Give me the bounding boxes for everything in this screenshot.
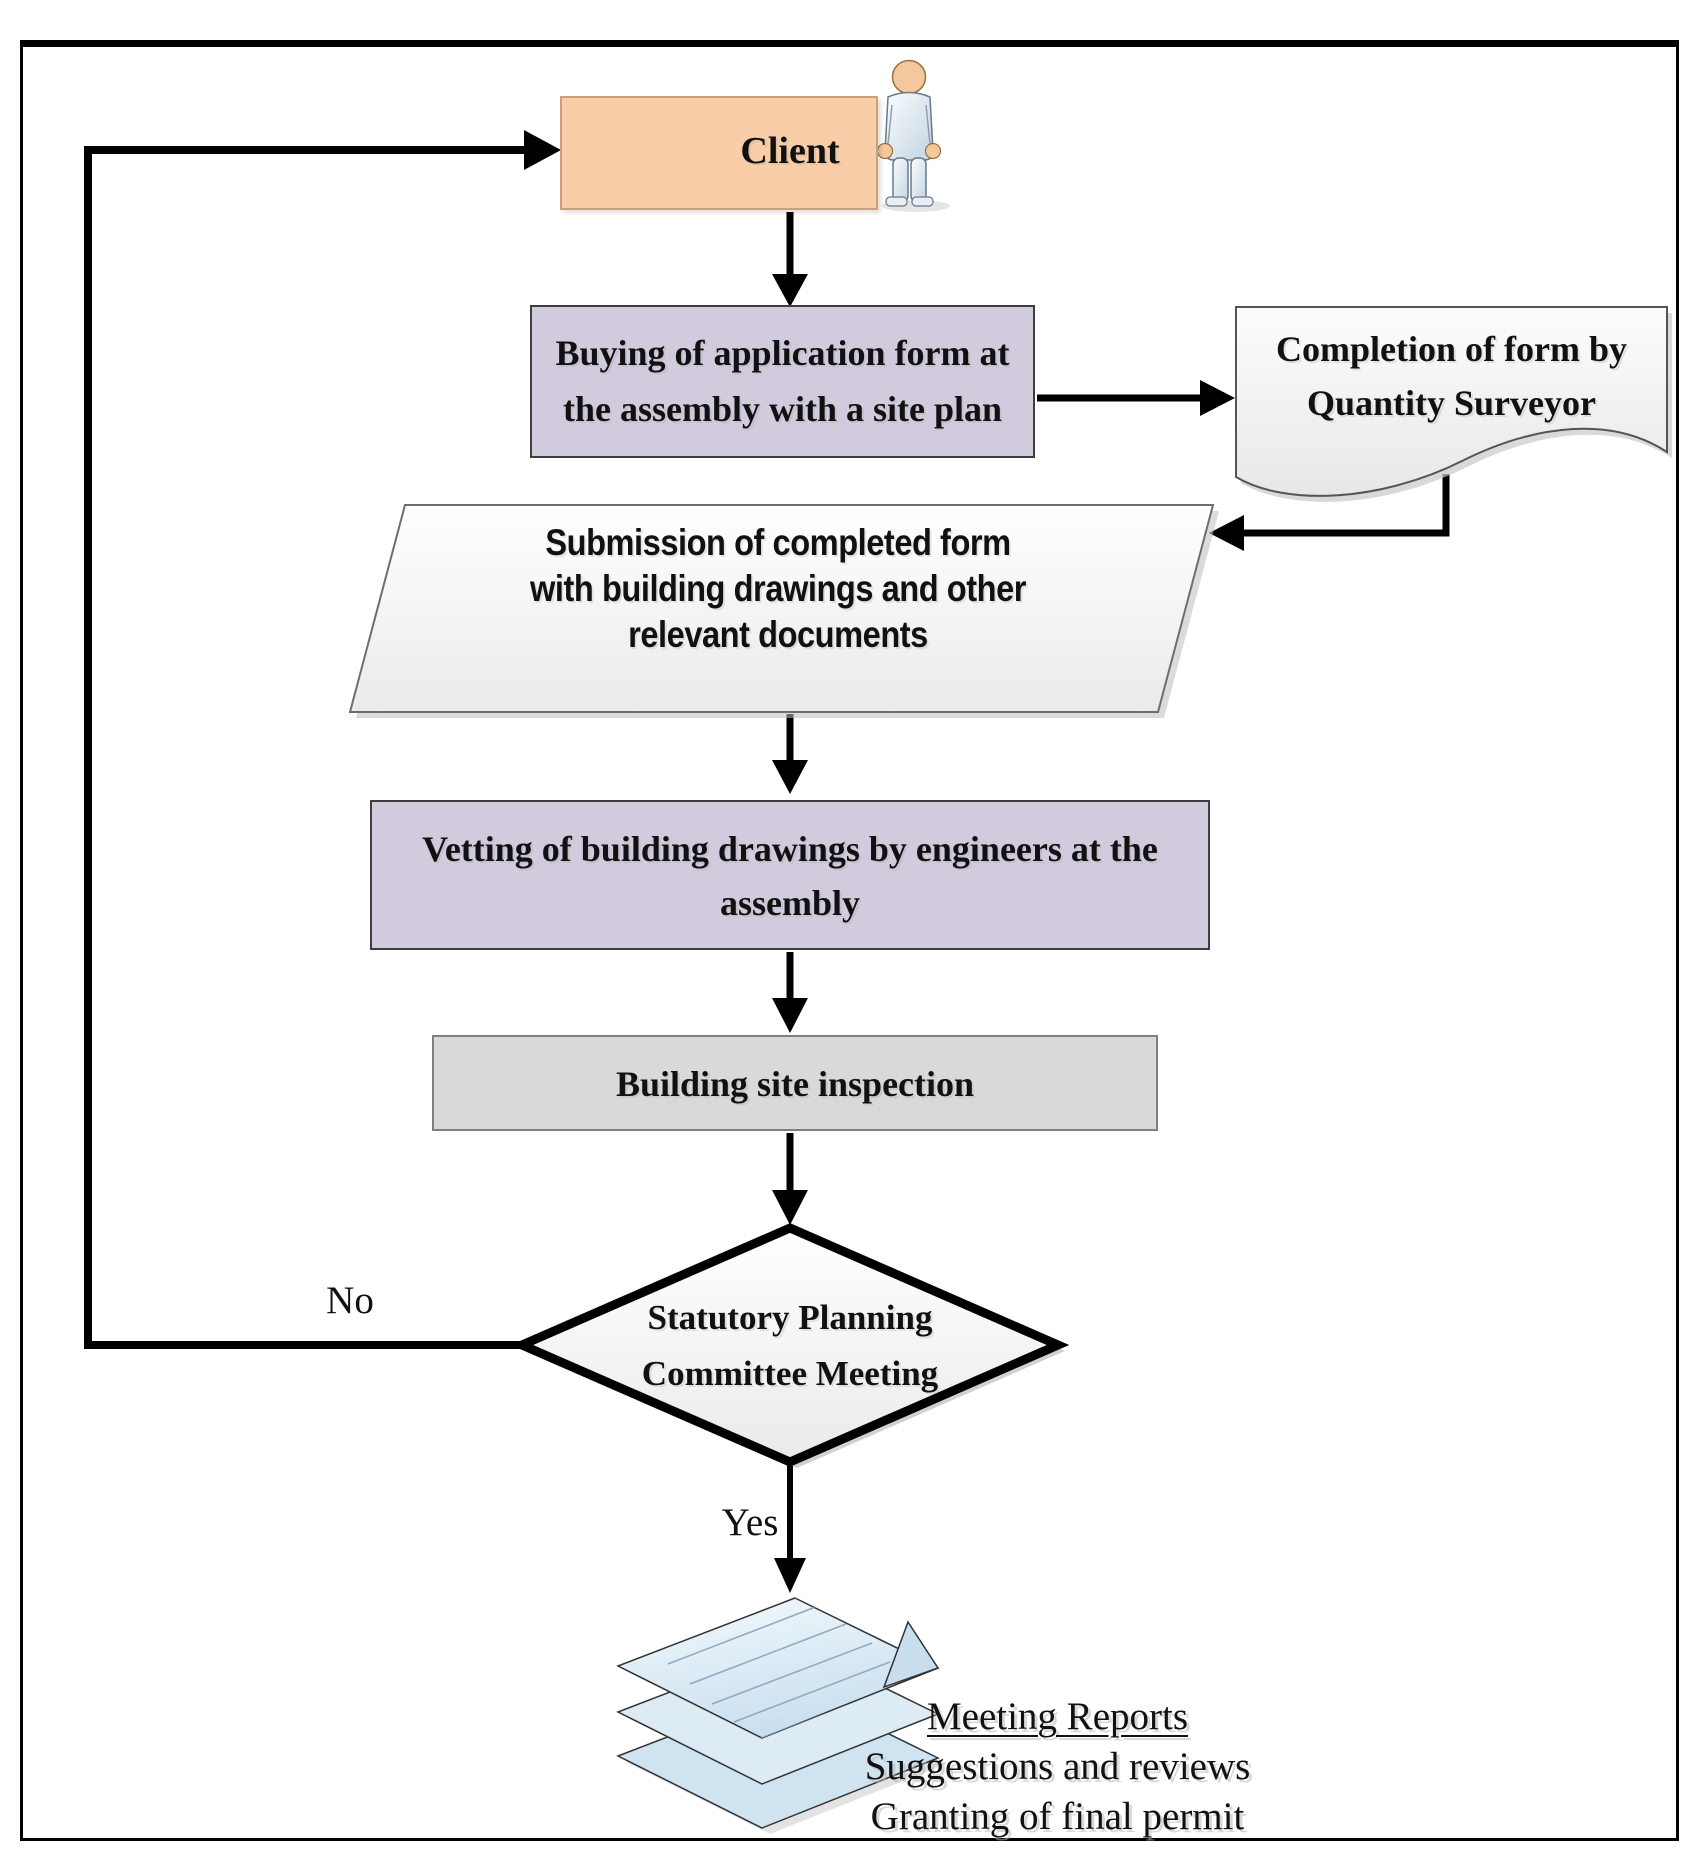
node-client: [560, 96, 878, 210]
node-buying-application-form: [530, 305, 1035, 458]
completion-label: Completion of form by Quantity Surveyor: [1236, 322, 1667, 430]
inspection-label: Building site inspection: [615, 1064, 975, 1104]
connector-buying-to-completion: [1037, 380, 1235, 416]
outputs-caption: Meeting Reports Suggestions and reviews …: [855, 1692, 1260, 1842]
connector-client-to-buying: [772, 212, 808, 307]
no-branch-label: No: [326, 1279, 374, 1322]
submission-label-line1: Submission of completed form: [545, 522, 1011, 563]
outputs-line2-suggestions: Suggestions and reviews: [864, 1745, 1251, 1788]
node-vetting-drawings: [370, 800, 1210, 950]
node-site-inspection: [432, 1035, 1158, 1131]
buying-label: Buying of application form at the assemb…: [530, 325, 1035, 437]
connector-vetting-to-inspection: [772, 952, 808, 1033]
outputs-line3-final-permit: Granting of final permit: [870, 1795, 1245, 1838]
client-label: Client: [740, 130, 840, 172]
connector-decision-to-reports: [774, 1464, 806, 1593]
arrowhead-into-client: [524, 130, 561, 170]
connector-submission-to-vetting: [772, 714, 808, 794]
no-loop-connector: [84, 130, 561, 1349]
completion-label-line2: Quantity Surveyor: [1306, 383, 1596, 423]
submission-parallelogram: [348, 504, 1219, 718]
yes-branch-label: Yes: [721, 1501, 779, 1544]
document-stack-icon: [616, 1597, 946, 1834]
submission-label-line3: relevant documents: [628, 614, 928, 655]
decision-label: Statutory Planning Committee Meeting: [540, 1290, 1040, 1402]
vetting-label-line1: Vetting of building drawings by engineer…: [422, 829, 1158, 869]
decision-label-line2: Committee Meeting: [641, 1354, 939, 1393]
connector-inspection-to-decision: [772, 1133, 808, 1225]
outputs-line1-meeting-reports: Meeting Reports: [926, 1695, 1189, 1738]
person-icon: [876, 59, 950, 212]
submission-label: Submission of completed form with buildi…: [426, 520, 1130, 658]
submission-label-line2: with building drawings and other: [529, 568, 1027, 609]
decision-diamond: [510, 1223, 1070, 1468]
buying-label-line1: Buying of application form at: [555, 333, 1010, 373]
completion-document-shape: [1235, 306, 1672, 502]
completion-label-line1: Completion of form by: [1276, 329, 1627, 369]
vetting-label: Vetting of building drawings by engineer…: [370, 822, 1210, 930]
paper-fold-corner: [882, 1620, 940, 1689]
buying-label-line2: the assembly with a site plan: [562, 389, 1003, 429]
connector-completion-to-submission: [1209, 474, 1450, 551]
vetting-label-line2: assembly: [719, 883, 860, 923]
diagram-border-frame: [20, 40, 1679, 1841]
decision-label-line1: Statutory Planning: [647, 1298, 933, 1337]
